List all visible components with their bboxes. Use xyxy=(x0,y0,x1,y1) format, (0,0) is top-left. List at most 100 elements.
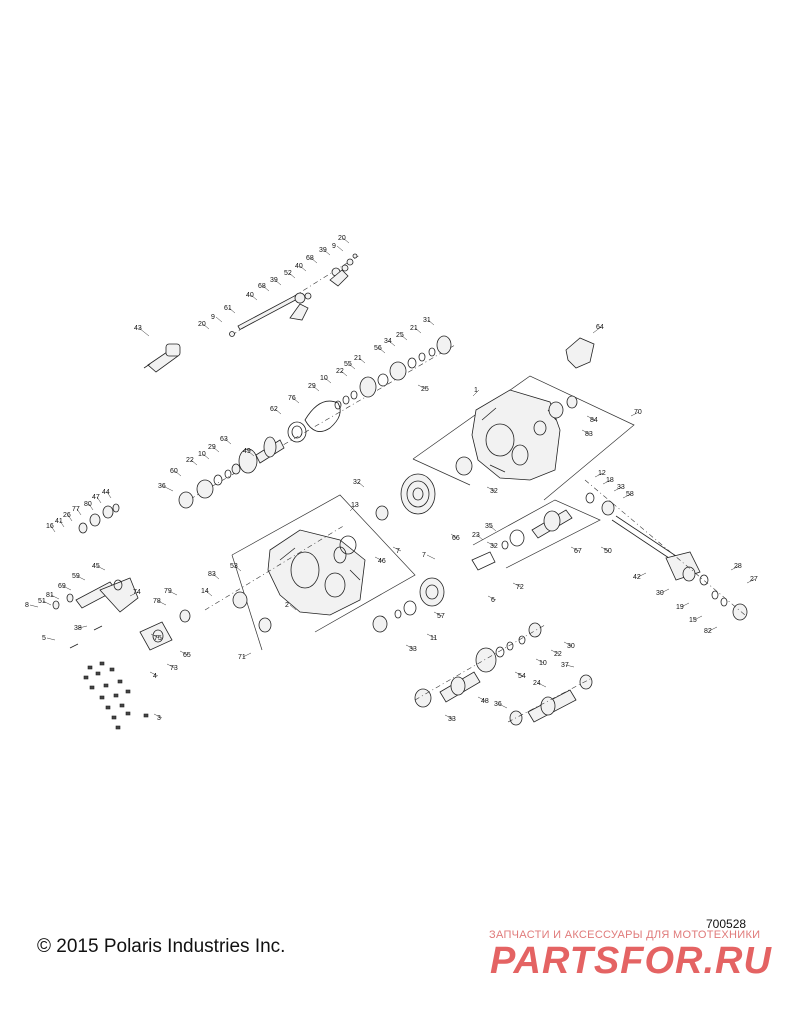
callout-leader xyxy=(586,415,596,421)
callout-46: 46 xyxy=(378,558,386,565)
callout-26: 26 xyxy=(63,512,71,519)
callout-33: 33 xyxy=(409,646,417,653)
callout-30: 30 xyxy=(567,643,575,650)
callout-83: 83 xyxy=(585,431,593,438)
callout-20: 20 xyxy=(338,235,346,242)
callout-leader xyxy=(450,533,458,539)
callout-leader xyxy=(602,479,612,485)
callout-56: 56 xyxy=(374,345,382,352)
callout-13: 13 xyxy=(351,502,359,509)
callout-leader xyxy=(166,663,176,669)
callout-leader xyxy=(228,307,236,314)
callout-49: 49 xyxy=(243,448,251,455)
callout-14: 14 xyxy=(201,588,209,595)
callout-68: 68 xyxy=(306,255,314,262)
callout-16: 16 xyxy=(46,523,54,530)
callout-29: 29 xyxy=(308,383,316,390)
callout-leader xyxy=(150,633,160,639)
callout-32: 32 xyxy=(490,488,498,495)
callout-31: 31 xyxy=(423,317,431,324)
callout-leader xyxy=(349,504,357,512)
callout-leader xyxy=(179,650,189,656)
callout-leader xyxy=(262,285,270,292)
callout-leader xyxy=(374,556,384,562)
callout-leader xyxy=(388,340,396,347)
callout-38: 38 xyxy=(74,625,82,632)
callout-82: 82 xyxy=(704,628,712,635)
callout-leader xyxy=(50,525,56,533)
callout-36: 36 xyxy=(494,701,502,708)
callout-leader xyxy=(537,682,547,688)
callout-39: 39 xyxy=(319,247,327,254)
callout-19: 19 xyxy=(676,604,684,611)
callout-55: 55 xyxy=(344,361,352,368)
callout-21: 21 xyxy=(410,325,418,332)
callout-72: 72 xyxy=(516,584,524,591)
callout-leader xyxy=(96,565,106,571)
callout-leader xyxy=(342,237,350,244)
callout-leader xyxy=(50,594,60,600)
callout-20: 20 xyxy=(198,321,206,328)
callout-leader xyxy=(96,496,102,504)
callout-leader xyxy=(250,294,258,301)
callout-34: 34 xyxy=(384,338,392,345)
callout-leader xyxy=(405,644,415,650)
callout-39: 39 xyxy=(270,277,278,284)
callout-leader xyxy=(76,508,82,516)
callout-58: 58 xyxy=(626,491,634,498)
callout-leader xyxy=(489,525,497,532)
callout-leader xyxy=(340,370,348,377)
callout-12: 12 xyxy=(598,470,606,477)
callout-leader xyxy=(348,363,356,370)
callout-leader xyxy=(637,572,647,578)
copyright-text: © 2015 Polaris Industries Inc. xyxy=(37,936,286,957)
callout-28: 28 xyxy=(734,563,742,570)
bolt-set xyxy=(83,661,149,730)
callout-leader xyxy=(224,438,232,445)
callout-59: 59 xyxy=(72,573,80,580)
callout-35: 35 xyxy=(485,523,493,530)
callout-leader xyxy=(514,671,524,677)
callout-leader xyxy=(310,257,318,264)
callout-leader xyxy=(660,588,670,594)
callout-78: 78 xyxy=(153,598,161,605)
callout-leader xyxy=(535,658,545,664)
callout-leader xyxy=(274,279,282,286)
callout-27: 27 xyxy=(750,576,758,583)
callout-5: 5 xyxy=(42,635,46,642)
upper-shaft-assembly xyxy=(178,335,456,509)
callout-leader xyxy=(400,334,408,341)
callout-leader xyxy=(613,486,623,492)
output-shaft xyxy=(472,499,601,569)
callout-1: 1 xyxy=(474,387,478,394)
callout-18: 18 xyxy=(606,477,614,484)
callout-leader xyxy=(76,575,86,581)
callout-leader xyxy=(162,485,174,492)
callout-leader xyxy=(486,486,496,492)
callout-7: 7 xyxy=(396,548,400,555)
callout-60: 60 xyxy=(170,468,178,475)
callout-leader xyxy=(693,615,703,621)
callout-23: 23 xyxy=(472,532,480,539)
callout-25: 25 xyxy=(421,386,429,393)
callout-leader xyxy=(630,411,640,417)
callout-leader xyxy=(565,664,575,668)
watermark-logo: PARTSFOR.RU xyxy=(490,940,772,982)
callout-leader xyxy=(292,397,300,404)
callout-76: 76 xyxy=(288,395,296,402)
callout-leader xyxy=(426,633,436,639)
callout-leader xyxy=(168,590,178,596)
callout-leader xyxy=(417,384,427,390)
callout-leader xyxy=(746,578,756,584)
mount-bracket xyxy=(565,337,595,369)
callout-leader xyxy=(247,450,255,457)
callout-32: 32 xyxy=(490,543,498,550)
callout-10: 10 xyxy=(198,451,206,458)
callout-24: 24 xyxy=(533,680,541,687)
callout-33: 33 xyxy=(617,484,625,491)
callout-leader xyxy=(67,514,73,522)
callout-7: 7 xyxy=(422,552,426,559)
callout-leader xyxy=(215,316,223,323)
callout-3: 3 xyxy=(157,715,161,722)
